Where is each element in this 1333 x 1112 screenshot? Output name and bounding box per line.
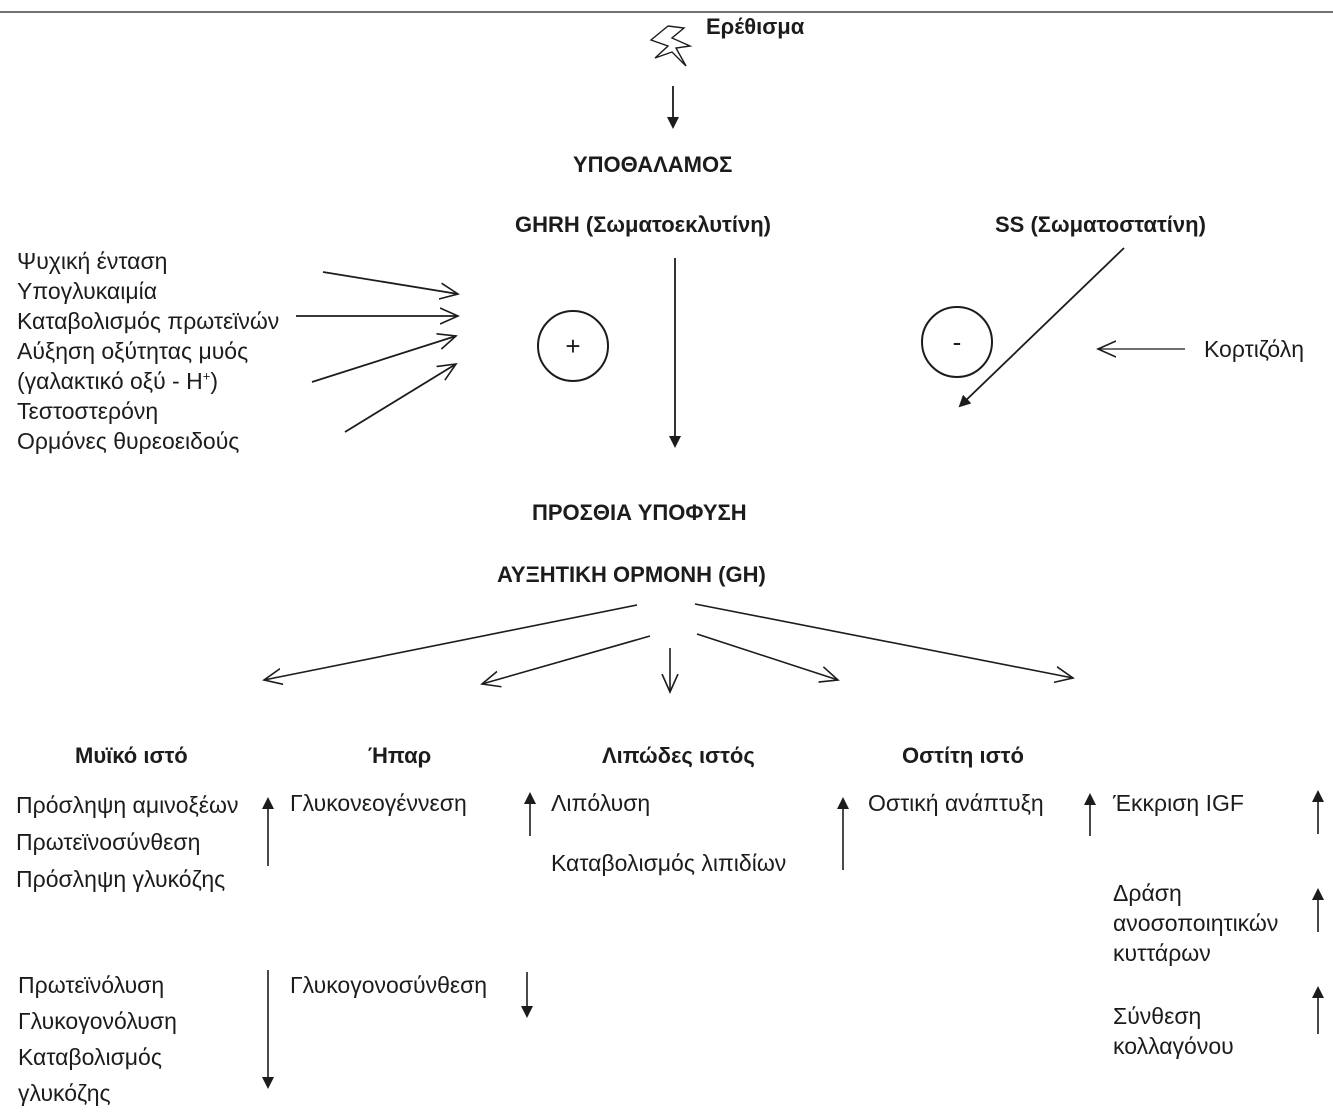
ghrh-label: GHRH (Σωματοεκλυτίνη) [515, 212, 771, 237]
anterior-pituitary-label: ΠΡΟΣΘΙΑ ΥΠΟΦΥΣΗ [532, 500, 747, 525]
list-item: Πρωτεϊνοσύνθεση [16, 829, 201, 855]
igf-secretion-item: Έκκριση IGF [1113, 790, 1244, 816]
inhibition-circle-icon: - [921, 306, 993, 378]
arrow-ss-inhibition [958, 247, 1125, 408]
item4-suffix: ) [210, 368, 218, 394]
list-item: κολλαγόνου [1113, 1033, 1234, 1059]
list-item: (γαλακτικό οξύ - H+) [17, 366, 279, 396]
list-item: Τεστοστερόνη [17, 398, 159, 424]
target-bone-header: Οστίτη ιστό [902, 743, 1024, 768]
immune-cells-item: Δράση ανοσοποιητικών κυττάρων [1113, 878, 1278, 968]
list-item: Δράση [1113, 880, 1182, 906]
minus-sign: - [952, 327, 962, 357]
liver-decreased-item: Γλυκογονοσύνθεση [290, 972, 488, 998]
liver-increased-item: Γλυκονεογέννεση [290, 790, 467, 816]
list-item: Καταβολισμός [18, 1044, 162, 1070]
bone-increased-item: Οστική ανάπτυξη [868, 790, 1044, 816]
stimulators-list: Ψυχική ένταση Υπογλυκαιμία Καταβολισμός … [17, 246, 279, 456]
list-item: ανοσοποιητικών [1113, 910, 1279, 936]
arrow-gh-to-bone [694, 603, 1073, 678]
target-muscle-header: Μυϊκό ιστό [75, 743, 188, 768]
stimulus-label: Ερέθισμα [706, 14, 805, 39]
stimulation-circle-icon: + [537, 310, 609, 382]
list-item: γλυκόζης [18, 1080, 111, 1106]
lightning-bolt-icon [649, 25, 693, 67]
item4-prefix: (γαλακτικό οξύ - H [17, 368, 203, 394]
list-item: Σύνθεση [1113, 1003, 1202, 1029]
list-item: Ορμόνες θυρεοειδούς [17, 428, 240, 454]
arrow-stim-1 [322, 271, 458, 294]
arrow-gh-to-adipose [696, 633, 838, 680]
arrow-stim-4 [344, 364, 456, 433]
list-item: Αύξηση οξύτητας μυός [17, 338, 249, 364]
list-item: κυττάρων [1113, 940, 1211, 966]
collagen-synthesis-item: Σύνθεση κολλαγόνου [1113, 1001, 1234, 1061]
list-item: Ψυχική ένταση [17, 248, 168, 274]
growth-hormone-label: ΑΥΞΗΤΙΚΗ ΟΡΜΟΝΗ (GH) [497, 562, 766, 587]
hypothalamus-label: ΥΠΟΘΑΛΑΜΟΣ [573, 152, 733, 177]
muscle-increased-list: Πρόσληψη αμινοξέων Πρωτεϊνοσύνθεση Πρόσλ… [16, 787, 239, 898]
target-liver-header: Ήπαρ [368, 743, 432, 768]
list-item: Καταβολισμός πρωτεϊνών [17, 308, 280, 334]
arrow-gh-to-muscle [264, 604, 638, 680]
list-item: Πρόσληψη γλυκόζης [16, 866, 226, 892]
arrow-gh-to-liver [482, 635, 651, 684]
item4-sup: + [202, 368, 211, 384]
list-item: Πρόσληψη αμινοξέων [16, 792, 239, 818]
list-item: Γλυκογονόλυση [18, 1008, 177, 1034]
plus-sign: + [565, 331, 581, 361]
adipose-increased-item: Καταβολισμός λιπιδίων [551, 850, 787, 876]
list-item: Πρωτεϊνόλυση [18, 972, 165, 998]
adipose-increased-item: Λιπόλυση [551, 790, 651, 816]
ss-label: SS (Σωματοστατίνη) [995, 212, 1206, 237]
muscle-decreased-list: Πρωτεϊνόλυση Γλυκογονόλυση Καταβολισμός … [18, 967, 177, 1111]
cortisol-label: Κορτιζόλη [1204, 336, 1305, 362]
arrow-stim-3 [311, 336, 456, 383]
target-adipose-header: Λιπώδες ιστός [602, 743, 755, 768]
list-item: Υπογλυκαιμία [17, 278, 157, 304]
